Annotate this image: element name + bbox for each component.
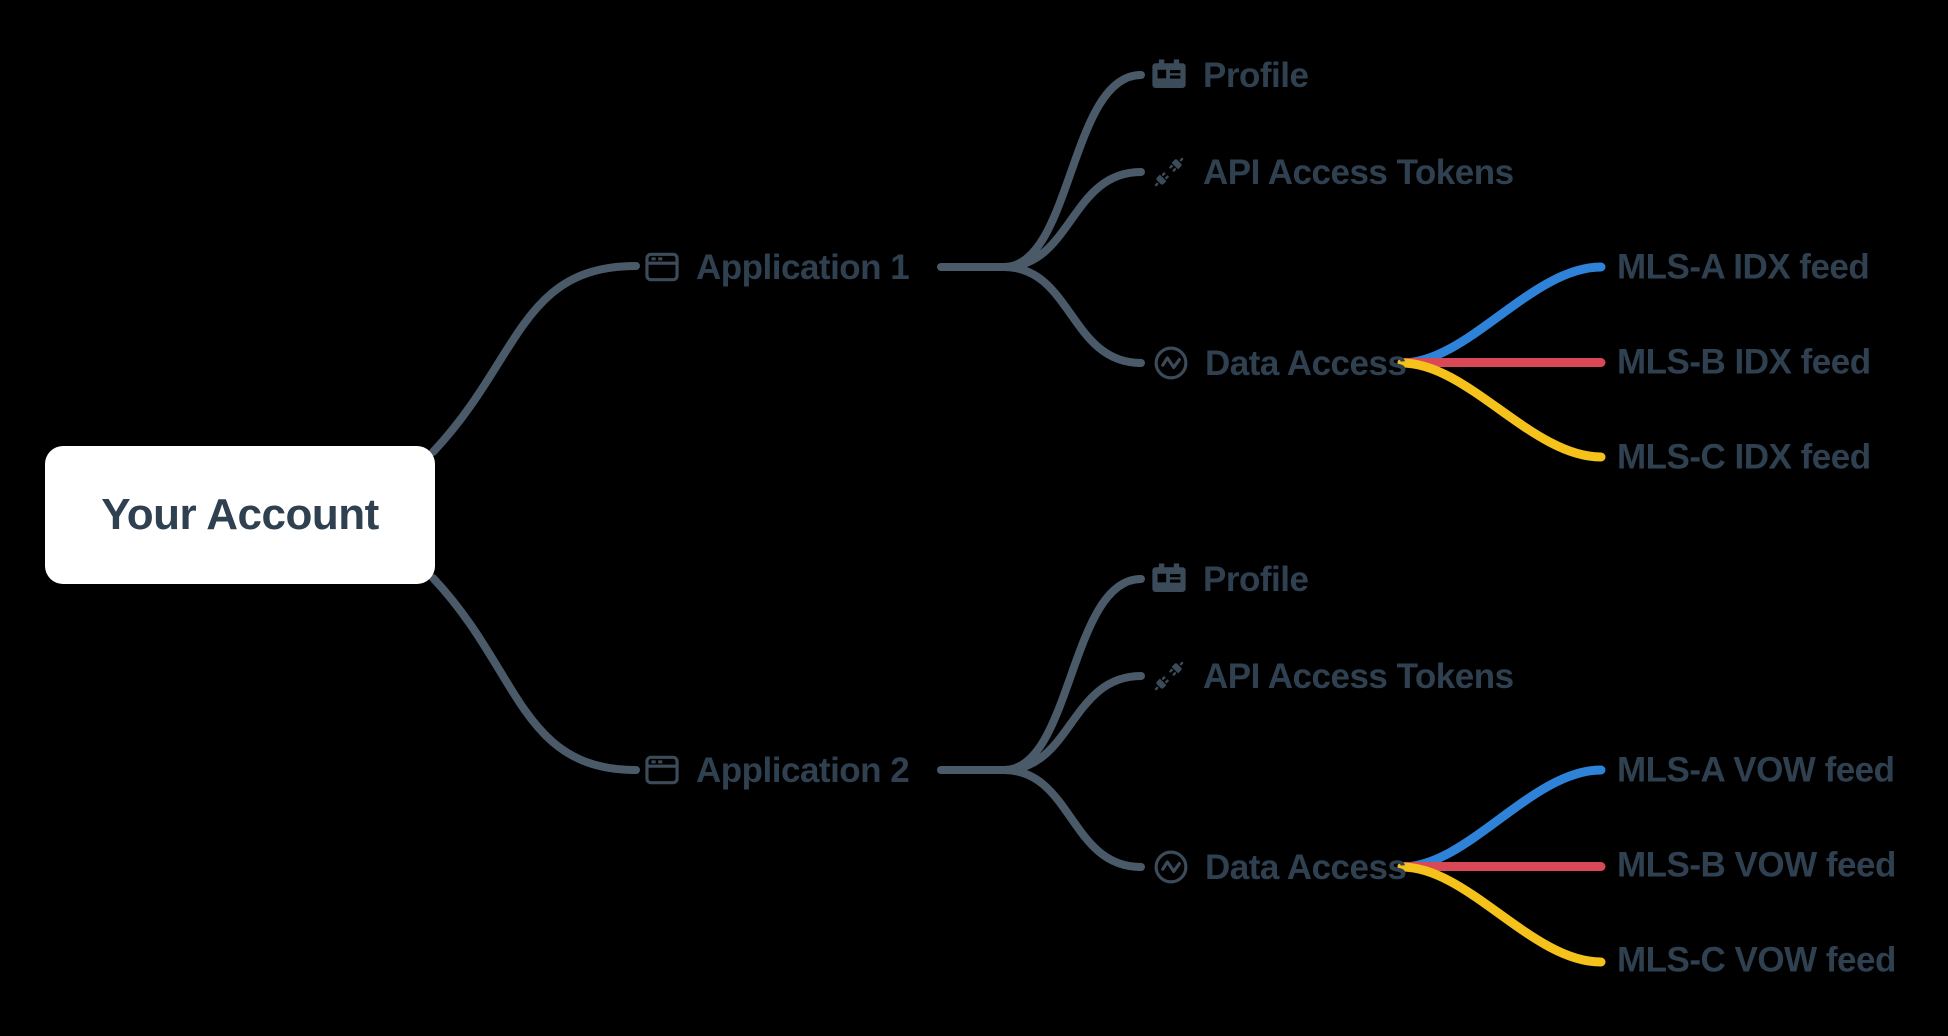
activity-icon: [1152, 344, 1190, 382]
edge-data-access-1-to-mls-a: [1397, 262, 1606, 368]
feed-label: MLS-A VOW feed: [1617, 750, 1895, 790]
node-label: Data Access: [1205, 343, 1407, 383]
node-feed-mls-c-idx: MLS-C IDX feed: [1617, 440, 1871, 475]
edge-account-to-application-2: [429, 574, 640, 774]
node-label: Profile: [1203, 55, 1309, 95]
edge-data-access-2-to-mls-a: [1397, 765, 1606, 872]
edge-data-access-2-to-mls-c: [1397, 862, 1606, 967]
id-card-icon: [1150, 560, 1188, 598]
feed-label: MLS-C IDX feed: [1617, 437, 1871, 477]
id-card-icon: [1150, 56, 1188, 94]
node-label: Data Access: [1205, 847, 1407, 887]
feed-label: MLS-B IDX feed: [1617, 342, 1871, 382]
node-feed-mls-a-idx: MLS-A IDX feed: [1617, 247, 1870, 287]
edge-application-2-to-profile: [1000, 575, 1145, 774]
node-feed-mls-b-vow: MLS-B VOW feed: [1617, 848, 1896, 883]
root-node-label: Your Account: [101, 490, 379, 539]
node-label: API Access Tokens: [1203, 152, 1514, 192]
root-node: Your Account: [45, 446, 435, 584]
plug-icon: [1150, 657, 1188, 695]
node-feed-mls-b-idx: MLS-B IDX feed: [1617, 345, 1871, 380]
edge-application-1-to-api-tokens: [1000, 168, 1145, 271]
edge-application-1-to-profile: [1000, 71, 1145, 271]
node-application-2: Application 2: [643, 750, 910, 790]
node-data-access-2: Data Access: [1152, 847, 1407, 887]
node-profile-2: Profile: [1150, 559, 1309, 599]
edge-data-access-1-to-mls-c: [1397, 358, 1606, 462]
edge-application-2-to-api-tokens: [1000, 672, 1145, 774]
node-feed-mls-a-vow: MLS-A VOW feed: [1617, 753, 1895, 788]
activity-icon: [1152, 848, 1190, 886]
node-label: Application 2: [696, 750, 910, 790]
node-data-access-1: Data Access: [1152, 343, 1407, 383]
node-api-tokens-2: API Access Tokens: [1150, 657, 1514, 695]
node-label: Application 1: [696, 247, 910, 287]
edge-account-to-application-1: [429, 262, 640, 456]
feed-label: MLS-B VOW feed: [1617, 845, 1896, 885]
node-feed-mls-c-vow: MLS-C VOW feed: [1617, 943, 1896, 978]
plug-icon: [1150, 153, 1188, 191]
edge-application-1-to-data-access: [1000, 263, 1145, 367]
node-application-1: Application 1: [643, 247, 910, 287]
feed-label: MLS-A IDX feed: [1617, 247, 1870, 287]
edge-application-2-to-data-access: [1000, 766, 1145, 871]
feed-label: MLS-C VOW feed: [1617, 940, 1896, 980]
node-profile-1: Profile: [1150, 55, 1309, 95]
node-label: API Access Tokens: [1203, 656, 1514, 696]
window-icon: [643, 751, 681, 789]
node-api-tokens-1: API Access Tokens: [1150, 153, 1514, 191]
window-icon: [643, 248, 681, 286]
node-label: Profile: [1203, 559, 1309, 599]
